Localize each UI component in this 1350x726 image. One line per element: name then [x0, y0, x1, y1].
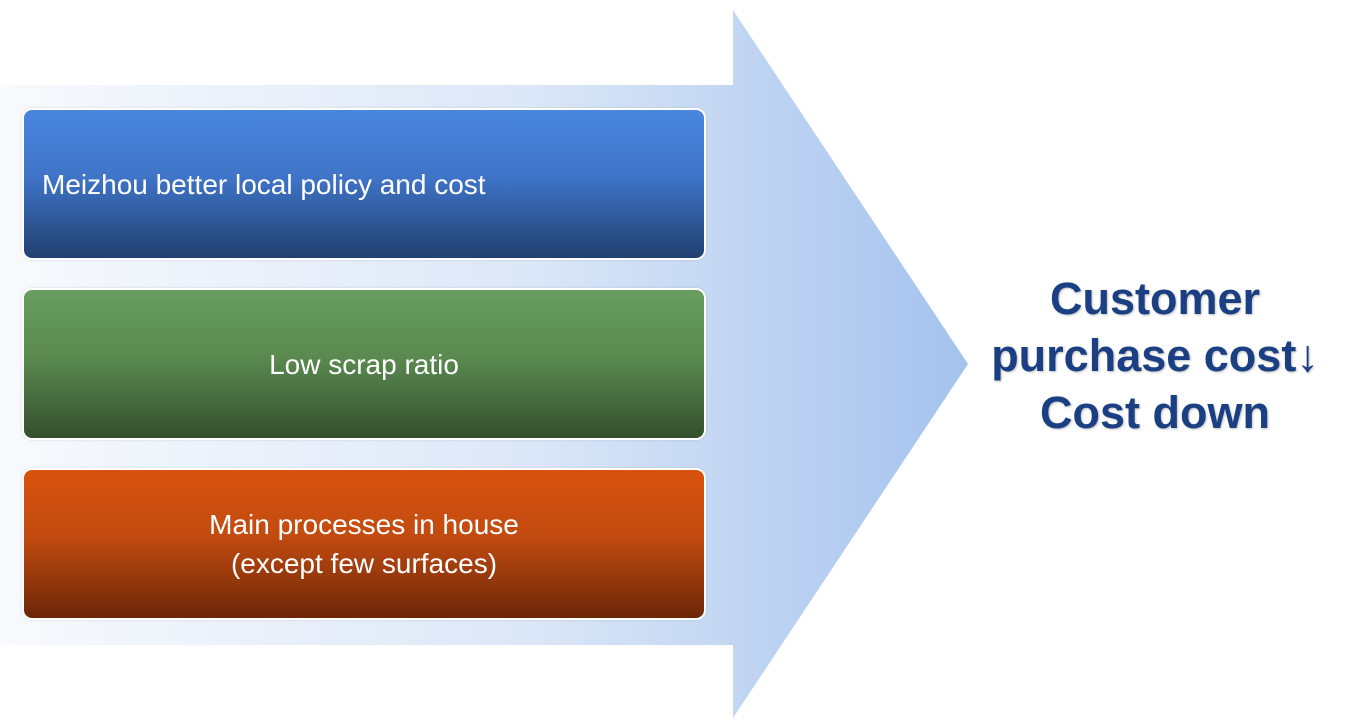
factor-text-line-2: (except few surfaces): [230, 548, 498, 579]
factor-text-line-1: Main processes in house: [209, 509, 519, 540]
factor-text: Low scrap ratio: [269, 348, 459, 380]
result-line-2: purchase cost↓: [991, 330, 1319, 381]
result-line-1: Customer: [1049, 273, 1261, 324]
factor-box-scrap-ratio: Low scrap ratio: [22, 288, 706, 440]
factor-box-local-policy: Meizhou better local policy and cost: [22, 108, 706, 260]
factor-text: Meizhou better local policy and cost: [42, 168, 486, 200]
result-text: Customer purchase cost↓ Cost down: [960, 270, 1350, 441]
result-line-3: Cost down: [1040, 387, 1270, 438]
factor-box-in-house: Main processes in house (except few surf…: [22, 468, 706, 620]
